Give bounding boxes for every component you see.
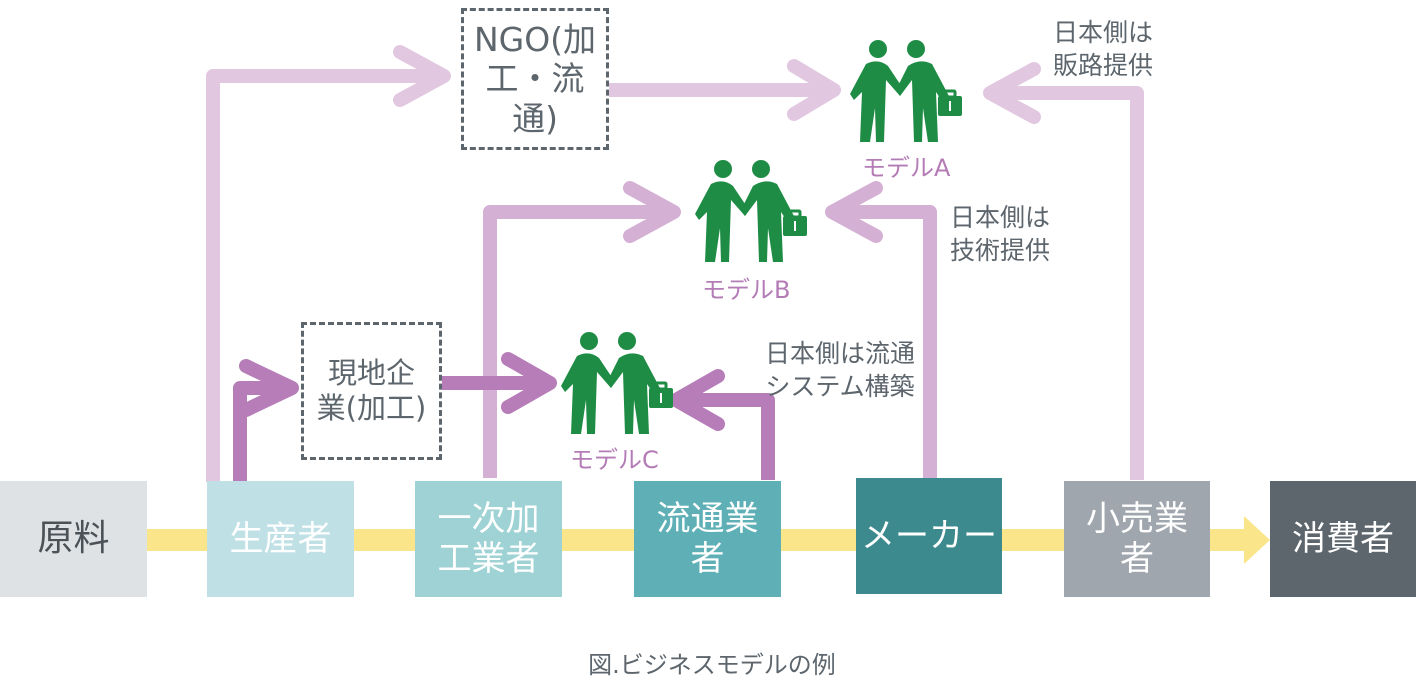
chain-distributor-label: 流通業者 (656, 498, 759, 579)
model-b-path-from-maker (832, 205, 937, 478)
figure-caption: 図.ビジネスモデルの例 (588, 651, 836, 679)
note-distribution-system: 日本側は流通システム構築 (765, 339, 916, 401)
chain-manufacturer-label: メーカー (861, 515, 997, 556)
main-flow-arrowhead (1244, 516, 1270, 564)
model-c-arrowhead-right (501, 352, 557, 414)
model-b-arrowhead-left (825, 181, 883, 243)
chain-retailer-label: 小売業者 (1086, 498, 1188, 579)
chain-manufacturer: メーカー (856, 478, 1002, 594)
model-a-arrowhead-ngo (393, 45, 451, 107)
model-b-label: モデルB (702, 276, 791, 304)
model-a-arrowhead-left (983, 62, 1041, 124)
model-c-arrowhead-local (239, 359, 299, 417)
local-company-box: 現地企業(加工) (301, 322, 442, 460)
handshake-icon (850, 40, 962, 142)
ngo-box: NGO(加工・流通) (461, 8, 609, 150)
note-technology: 日本側は技術提供 (949, 203, 1050, 265)
note-sales-channel: 日本側は販路提供 (1052, 18, 1153, 80)
chain-raw-material-label: 原料 (37, 517, 110, 559)
chain-primary-processor-label: 一次加工業者 (437, 498, 540, 579)
ngo-label: NGO(加工・流通) (473, 19, 597, 138)
handshake-icon (561, 332, 673, 434)
handshake-icon (695, 160, 807, 262)
model-a-label: モデルA (862, 154, 951, 182)
chain-consumer-label: 消費者 (1292, 518, 1394, 559)
local-company-label: 現地企業(加工) (316, 356, 427, 425)
model-c-arrowhead-left (669, 369, 725, 431)
model-c-path-from-producer (233, 381, 292, 482)
chain-consumer: 消費者 (1270, 481, 1416, 597)
chain-producer-label: 生産者 (229, 518, 332, 559)
chain-distributor: 流通業者 (634, 481, 781, 597)
model-c-label: モデルC (570, 446, 659, 474)
chain-primary-processor: 一次加工業者 (415, 481, 562, 597)
model-a-path-from-retail (990, 86, 1144, 480)
model-a-path-from-producer (206, 69, 445, 482)
model-c-path-from-distributor (676, 393, 775, 480)
chain-producer: 生産者 (207, 481, 354, 597)
model-b-arrowhead-right (623, 181, 681, 243)
chain-raw-material: 原料 (0, 481, 147, 597)
model-a-arrowhead-right (787, 59, 841, 121)
chain-retailer: 小売業者 (1064, 481, 1210, 597)
